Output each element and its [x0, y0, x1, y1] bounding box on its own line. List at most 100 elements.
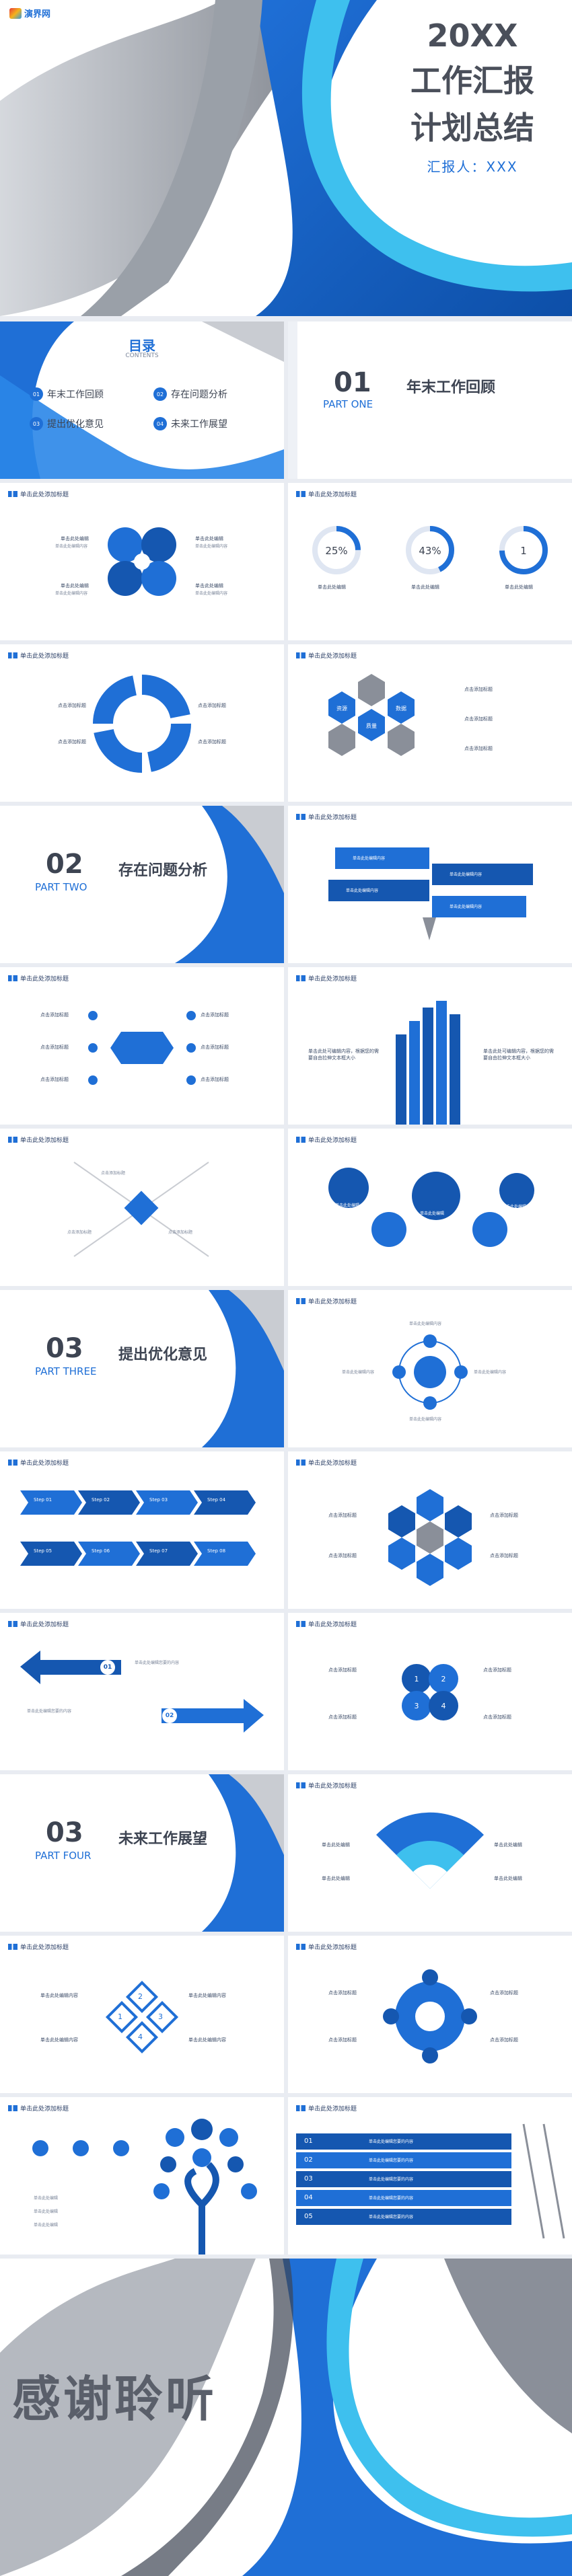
content-slide: 单击此处添加标题 点击添加标题 点击添加标题 点击添加标题	[0, 1129, 284, 1286]
item-body: 单击此处编辑您要的内容	[369, 2177, 414, 2182]
item-body: 单击此处可编辑内容，根据您的需要自由拉伸文本框大小	[483, 1049, 554, 1061]
item-heading: 点击添加标题	[168, 1230, 193, 1235]
cover-reporter: 汇报人：XXX	[427, 159, 518, 175]
item-heading: 点击添加标题	[201, 1012, 229, 1018]
gears-diagram	[328, 1168, 534, 1247]
ladder-number: 03	[304, 2175, 313, 2183]
item-body: 单击此处编辑您要的内容	[369, 2196, 414, 2201]
item-body: 单击此处编辑内容	[195, 544, 228, 549]
ladder-diagram	[296, 2123, 565, 2239]
item-body: 单击此处编辑内容	[40, 2037, 78, 2043]
section-number: 02	[46, 849, 83, 880]
toc-label: 提出优化意见	[47, 419, 104, 430]
fan-diagram	[376, 1812, 484, 1889]
section-slide-two: 02 PART TWO 存在问题分析	[0, 806, 284, 963]
item-body: 单击此处编辑您要的内容	[135, 1661, 180, 1665]
item-body: 单击此处编辑内容	[409, 1322, 442, 1326]
item-heading: 单击此处编辑	[322, 1842, 350, 1848]
petal-number: 2	[441, 1675, 446, 1683]
item-heading: 点击添加标题	[67, 1230, 92, 1235]
cover-shapes	[0, 0, 572, 316]
slide-title: 单击此处添加标题	[8, 974, 69, 983]
arrow-number: 01	[103, 1664, 112, 1671]
slide-title: 单击此处添加标题	[8, 651, 69, 660]
honeycomb-diagram	[388, 1489, 472, 1586]
closing-slide: 感谢聆听	[0, 2259, 572, 2576]
content-slide: 单击此处添加标题 点击添加标题 点击添加标题 点击添加标题 点击添加标题 点击添…	[0, 967, 284, 1125]
slide-title: 单击此处添加标题	[8, 1458, 69, 1467]
cover-title-1: 工作汇报	[410, 63, 534, 99]
slide-title: 单击此处添加标题	[296, 1297, 357, 1305]
item-heading: 点击添加标题	[490, 1553, 518, 1558]
section-part: PART FOUR	[35, 1850, 92, 1862]
diamond-number: 4	[138, 2033, 143, 2041]
cover-slide: 演界网 20XX 工作汇报 计划总结 汇报人：XXX	[0, 0, 572, 316]
scissors-diagram	[88, 1011, 196, 1085]
petal-number: 1	[414, 1675, 419, 1683]
section-slide-three: 03 PART THREE 提出优化意见	[0, 1290, 284, 1447]
section-part: PART TWO	[35, 881, 87, 893]
item-body: 单击此处编辑内容	[40, 1993, 78, 1998]
item-heading: 点击添加标题	[464, 716, 493, 722]
toc-num: 03	[30, 417, 43, 430]
toc-num: 02	[153, 387, 167, 401]
ring-diagram	[93, 675, 191, 773]
section-number: 03	[46, 1333, 83, 1364]
cycle-diagram	[383, 1969, 477, 2063]
closing-shapes	[0, 2259, 572, 2576]
tree-diagram	[32, 2119, 257, 2255]
gear-label: 单击此处编辑	[502, 1205, 527, 1209]
content-slide: 单击此处添加标题 点击添加标题 点击添加标题 点击添加标题 点击添加标题	[288, 1936, 572, 2093]
diamond-number: 1	[118, 2012, 122, 2021]
donut-value: 25%	[325, 545, 348, 557]
item-heading: 点击添加标题	[328, 1553, 357, 1558]
item-heading: 点击添加标题	[328, 1513, 357, 1518]
item-heading: 点击添加标题	[328, 1667, 357, 1673]
toc-item[interactable]: 03 提出优化意见	[30, 417, 104, 430]
section-shapes	[288, 321, 297, 479]
petal-x-diagram	[402, 1664, 458, 1720]
toc-num: 04	[153, 417, 167, 430]
slide-title: 单击此处添加标题	[296, 812, 357, 821]
item-heading: 点击添加标题	[490, 1990, 518, 1996]
gear-label: 单击此处编辑	[420, 1211, 445, 1216]
brand-logo: 演界网	[9, 7, 50, 20]
item-heading: 点击添加标题	[483, 1667, 511, 1673]
item-body: 单击此处编辑内容	[188, 1993, 226, 1998]
toc-subtitle: CONTENTS	[125, 352, 159, 359]
item-heading: 单击此处编辑	[195, 583, 223, 589]
diamond-diagram	[105, 1980, 179, 2054]
toc-label: 年末工作回顾	[47, 389, 104, 400]
item-body: 单击此处可编辑内容，根据您的需要自由拉伸文本框大小	[308, 1049, 379, 1061]
section-title: 提出优化意见	[118, 1347, 208, 1363]
toc-item[interactable]: 04 未来工作展望	[153, 417, 227, 430]
item-heading: 点击添加标题	[483, 1714, 511, 1720]
step-label: Step 03	[149, 1497, 168, 1503]
toc-label: 未来工作展望	[171, 419, 227, 430]
cover-title-block: 20XX 工作汇报 计划总结 汇报人：XXX	[410, 17, 534, 176]
section-number: 03	[46, 1817, 83, 1848]
slide-title: 单击此处添加标题	[296, 490, 357, 498]
content-slide: 单击此处添加标题 单击此处编辑 单击此处编辑内容 单击此处编辑 单击此处编辑内容…	[0, 483, 284, 640]
donut-value: 43%	[419, 545, 441, 557]
slide-title: 单击此处添加标题	[8, 1942, 69, 1951]
slide-title: 单击此处添加标题	[296, 1458, 357, 1467]
closing-text: 感谢聆听	[12, 2371, 217, 2427]
item-heading: 点击添加标题	[201, 1077, 229, 1082]
item-heading: 点击添加标题	[40, 1045, 69, 1050]
ladder-number: 05	[304, 2213, 313, 2220]
item-body: 单击此处编辑内容	[55, 591, 88, 596]
content-slide: 单击此处添加标题 单击此处编辑 单击此处编辑 单击此处编辑	[288, 1129, 572, 1286]
step-label: Step 07	[149, 1548, 168, 1554]
item-body: 单击此处编辑内容	[474, 1370, 507, 1375]
petal-number: 4	[441, 1702, 446, 1710]
item-heading: 点击添加标题	[464, 687, 493, 692]
content-slide: 单击此处添加标题 资源 质量 数据 点击添加标题 点击添加标题 点击添加标题	[288, 644, 572, 802]
slide-title: 单击此处添加标题	[296, 1942, 357, 1951]
section-slide-four: 03 PART FOUR 未来工作展望	[0, 1774, 284, 1932]
slide-title: 单击此处添加标题	[8, 490, 69, 498]
toc-title: 目录	[129, 338, 155, 354]
